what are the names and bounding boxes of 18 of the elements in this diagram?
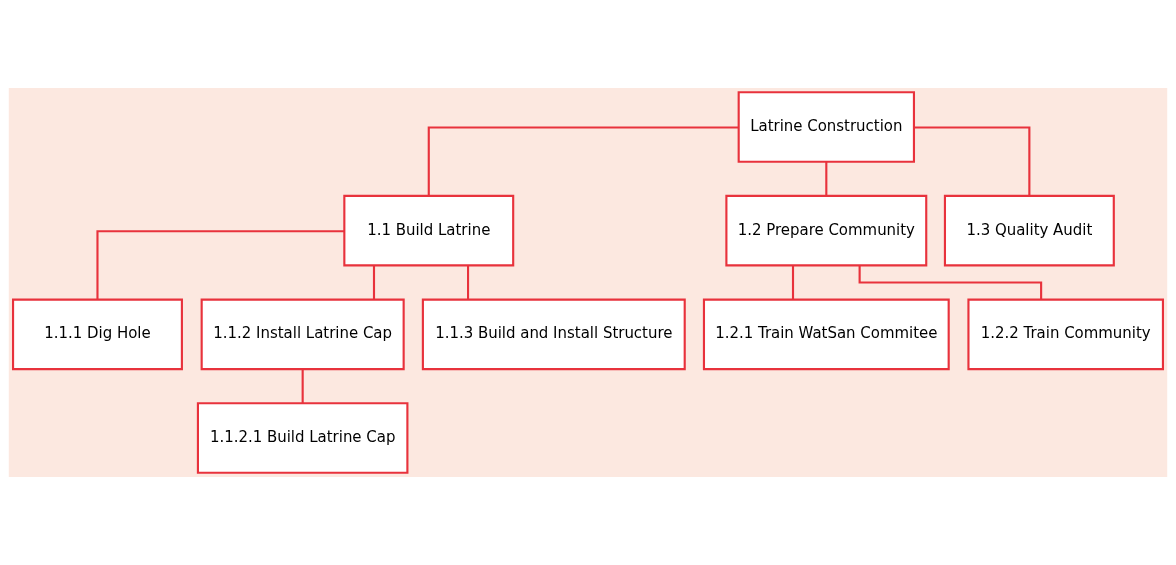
connector xyxy=(825,161,828,196)
node-box: 1.2.1 Train WatSan Commitee xyxy=(702,298,950,371)
node-box: 1.1 Build Latrine xyxy=(343,194,515,267)
connector xyxy=(301,369,304,404)
node-box: 1.1.2 Install Latrine Cap xyxy=(200,298,405,371)
connector xyxy=(466,265,470,300)
connector xyxy=(791,265,795,300)
node-box: 1.2.2 Train Community xyxy=(967,298,1164,371)
node-box: 1.2 Prepare Community xyxy=(725,194,928,267)
node-box: Latrine Construction xyxy=(737,91,916,163)
node-box: 1.1.3 Build and Install Structure xyxy=(421,298,686,371)
node-box: 1.1.1 Dig Hole xyxy=(12,298,183,371)
node-box: 1.1.2.1 Build Latrine Cap xyxy=(196,402,409,474)
connector xyxy=(96,230,345,300)
connector xyxy=(427,126,739,196)
connector xyxy=(372,265,376,300)
connector xyxy=(914,126,1031,196)
node-box: 1.3 Quality Audit xyxy=(943,194,1115,267)
